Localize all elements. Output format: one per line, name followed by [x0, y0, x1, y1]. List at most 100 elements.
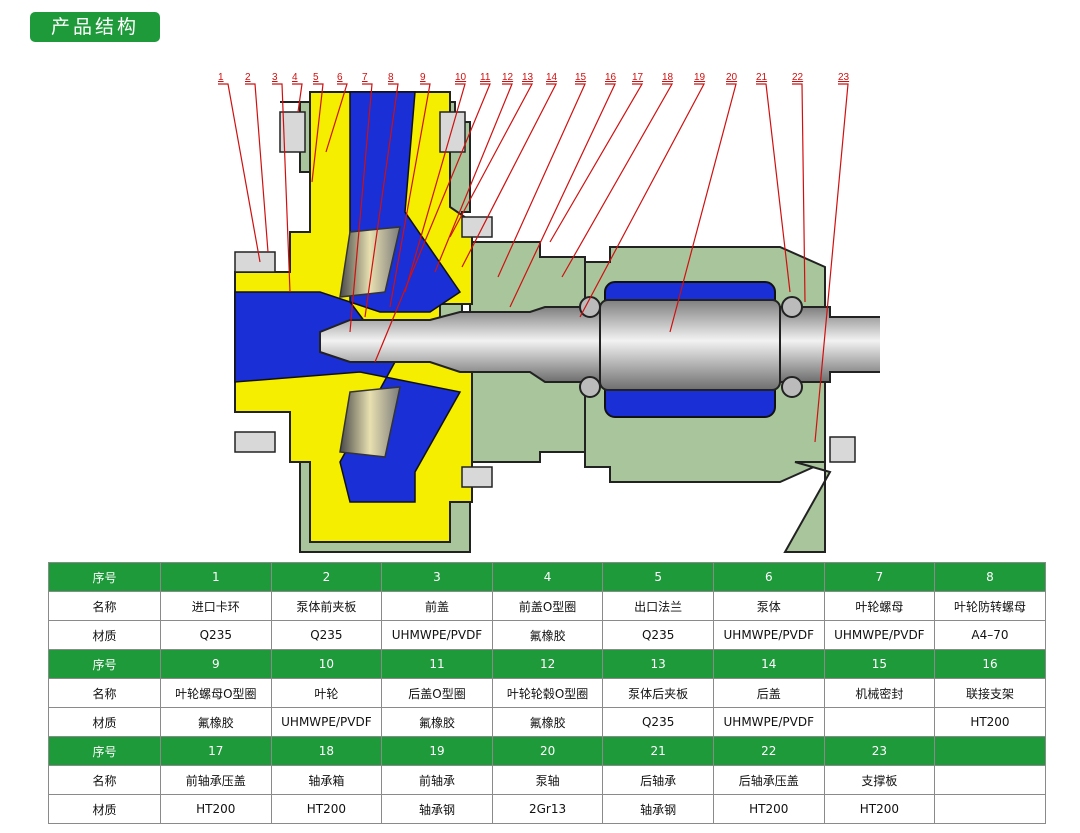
table-header-cell: 19: [381, 736, 493, 766]
table-row: 名称叶轮螺母O型圈叶轮后盖O型圈叶轮轮毂O型圈泵体后夹板后盖机械密封联接支架: [48, 678, 1046, 708]
callout-leader: [814, 83, 849, 443]
table-header-cell: 8: [934, 562, 1046, 592]
callout-leader: [579, 83, 705, 318]
callout-leader: [449, 83, 534, 238]
callout-number: 16: [605, 72, 617, 83]
callout-leader: [509, 83, 616, 308]
table-header-cell: 2: [270, 562, 383, 592]
callout-leader: [311, 83, 324, 183]
callout-number: 7: [362, 72, 368, 83]
callout-number: 15: [575, 72, 587, 83]
table-header-cell: 13: [602, 649, 714, 679]
callout-number: 8: [388, 72, 394, 83]
table-cell: 轴承钢: [381, 794, 493, 824]
table-cell: HT200: [934, 707, 1046, 737]
table-cell: 前轴承压盖: [160, 765, 272, 795]
table-header-cell: [934, 736, 1046, 766]
callout-leader: [374, 83, 491, 363]
table-cell: 氟橡胶: [381, 707, 493, 737]
callout-number: 6: [337, 72, 343, 83]
table-cell: [934, 794, 1046, 824]
table-cell: 支撑板: [823, 765, 936, 795]
table-header-cell: 序号: [48, 736, 161, 766]
table-cell: [934, 765, 1046, 795]
table-cell: HT200: [270, 794, 383, 824]
table-cell: 氟橡胶: [160, 707, 272, 737]
table-header-cell: 11: [381, 649, 493, 679]
table-cell: 材质: [48, 794, 161, 824]
callout-leader: [461, 83, 557, 268]
table-header-cell: 16: [934, 649, 1046, 679]
table-cell: HT200: [160, 794, 272, 824]
table-cell: 机械密封: [823, 678, 936, 708]
table-header-cell: 12: [491, 649, 604, 679]
table-cell: 出口法兰: [602, 591, 714, 621]
callout-leader: [389, 83, 431, 308]
table-header-cell: 10: [270, 649, 383, 679]
callout-leader: [561, 83, 674, 278]
table-header-cell: 序号: [48, 649, 161, 679]
table-cell: 联接支架: [934, 678, 1046, 708]
table-cell: 泵体后夹板: [602, 678, 714, 708]
table-cell: 后盖: [712, 678, 825, 708]
table-cell: 轴承箱: [270, 765, 383, 795]
table-cell: 名称: [48, 765, 161, 795]
callout-number: 4: [292, 72, 298, 83]
table-header-cell: 18: [270, 736, 383, 766]
callout-leader: [364, 83, 399, 318]
table-cell: UHMWPE/PVDF: [270, 707, 383, 737]
table-cell: 名称: [48, 591, 161, 621]
table-cell: 叶轮螺母: [823, 591, 936, 621]
callout-leader: [497, 83, 586, 278]
table-cell: 2Gr13: [491, 794, 604, 824]
table-header-cell: 1: [160, 562, 272, 592]
table-cell: 氟橡胶: [491, 620, 604, 650]
table-header-cell: 3: [381, 562, 493, 592]
table-cell: 前盖O型圈: [491, 591, 604, 621]
callout-number: 12: [502, 72, 514, 83]
table-cell: 叶轮轮毂O型圈: [491, 678, 604, 708]
table-cell: HT200: [823, 794, 936, 824]
table-header-cell: 5: [602, 562, 714, 592]
table-cell: Q235: [160, 620, 272, 650]
callout-number: 19: [694, 72, 706, 83]
callout-leader: [272, 83, 291, 293]
callout-number: 13: [522, 72, 534, 83]
table-header-cell: 7: [823, 562, 936, 592]
table-cell: Q235: [602, 707, 714, 737]
callout-number: 22: [792, 72, 804, 83]
callout-number: 3: [272, 72, 278, 83]
table-header-cell: 6: [712, 562, 825, 592]
table-header-cell: 14: [712, 649, 825, 679]
table-cell: 后盖O型圈: [381, 678, 493, 708]
table-cell: UHMWPE/PVDF: [712, 620, 825, 650]
table-cell: 材质: [48, 620, 161, 650]
table-cell: 进口卡环: [160, 591, 272, 621]
table-header-cell: 15: [823, 649, 936, 679]
callout-number: 14: [546, 72, 558, 83]
callout-number: 21: [756, 72, 768, 83]
table-cell: 泵体前夹板: [270, 591, 383, 621]
table-cell: 名称: [48, 678, 161, 708]
callout-number: 11: [480, 72, 491, 83]
page-title: 产品结构: [30, 12, 160, 42]
callout-leader: [756, 83, 791, 293]
pump-shaft: [319, 299, 880, 391]
table-cell: UHMWPE/PVDF: [823, 620, 936, 650]
table-cell: UHMWPE/PVDF: [381, 620, 493, 650]
callout-number: 2: [245, 72, 251, 83]
callout-leader: [549, 83, 644, 243]
table-cell: UHMWPE/PVDF: [712, 707, 825, 737]
table-cell: 材质: [48, 707, 161, 737]
table-cell: [823, 707, 936, 737]
table-cell: 后轴承压盖: [712, 765, 825, 795]
table-cell: 后轴承: [602, 765, 714, 795]
